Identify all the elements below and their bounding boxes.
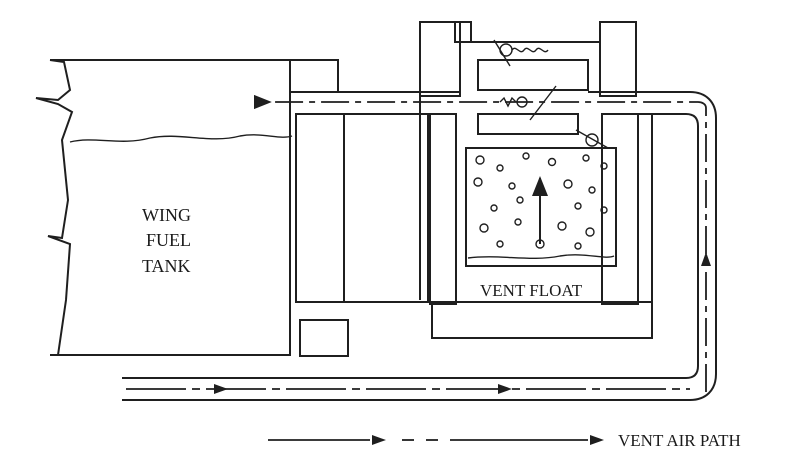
- wing-fuel-tank: WING FUEL TANK: [35, 59, 293, 356]
- tank-wall-structure: [289, 59, 429, 357]
- tank-label-fuel: FUEL: [146, 230, 191, 250]
- air-path-arrow-right-2: [498, 384, 512, 394]
- legend-arrow-2: [590, 435, 604, 445]
- vent-float-chamber: VENT FLOAT: [429, 113, 653, 339]
- fuel-bubbles: [473, 152, 608, 250]
- vent-valve-body: [419, 21, 637, 300]
- check-valve-top-ball: [499, 43, 513, 57]
- vent-air-path: [122, 91, 717, 401]
- tank-label-wing: WING: [142, 205, 191, 225]
- legend-arrow-1: [372, 435, 386, 445]
- tank-label-tank: TANK: [142, 256, 191, 276]
- check-valve-low-ball: [585, 133, 599, 147]
- air-path-line: [253, 94, 707, 392]
- vent-float-label: VENT FLOAT: [480, 281, 583, 300]
- legend: VENT AIR PATH: [268, 431, 741, 450]
- fuel-level-line: [69, 134, 293, 143]
- air-path-arrow-up: [701, 252, 711, 266]
- air-path-arrow-right-1: [214, 384, 228, 394]
- legend-label: VENT AIR PATH: [618, 431, 741, 450]
- vent-float: [465, 147, 617, 267]
